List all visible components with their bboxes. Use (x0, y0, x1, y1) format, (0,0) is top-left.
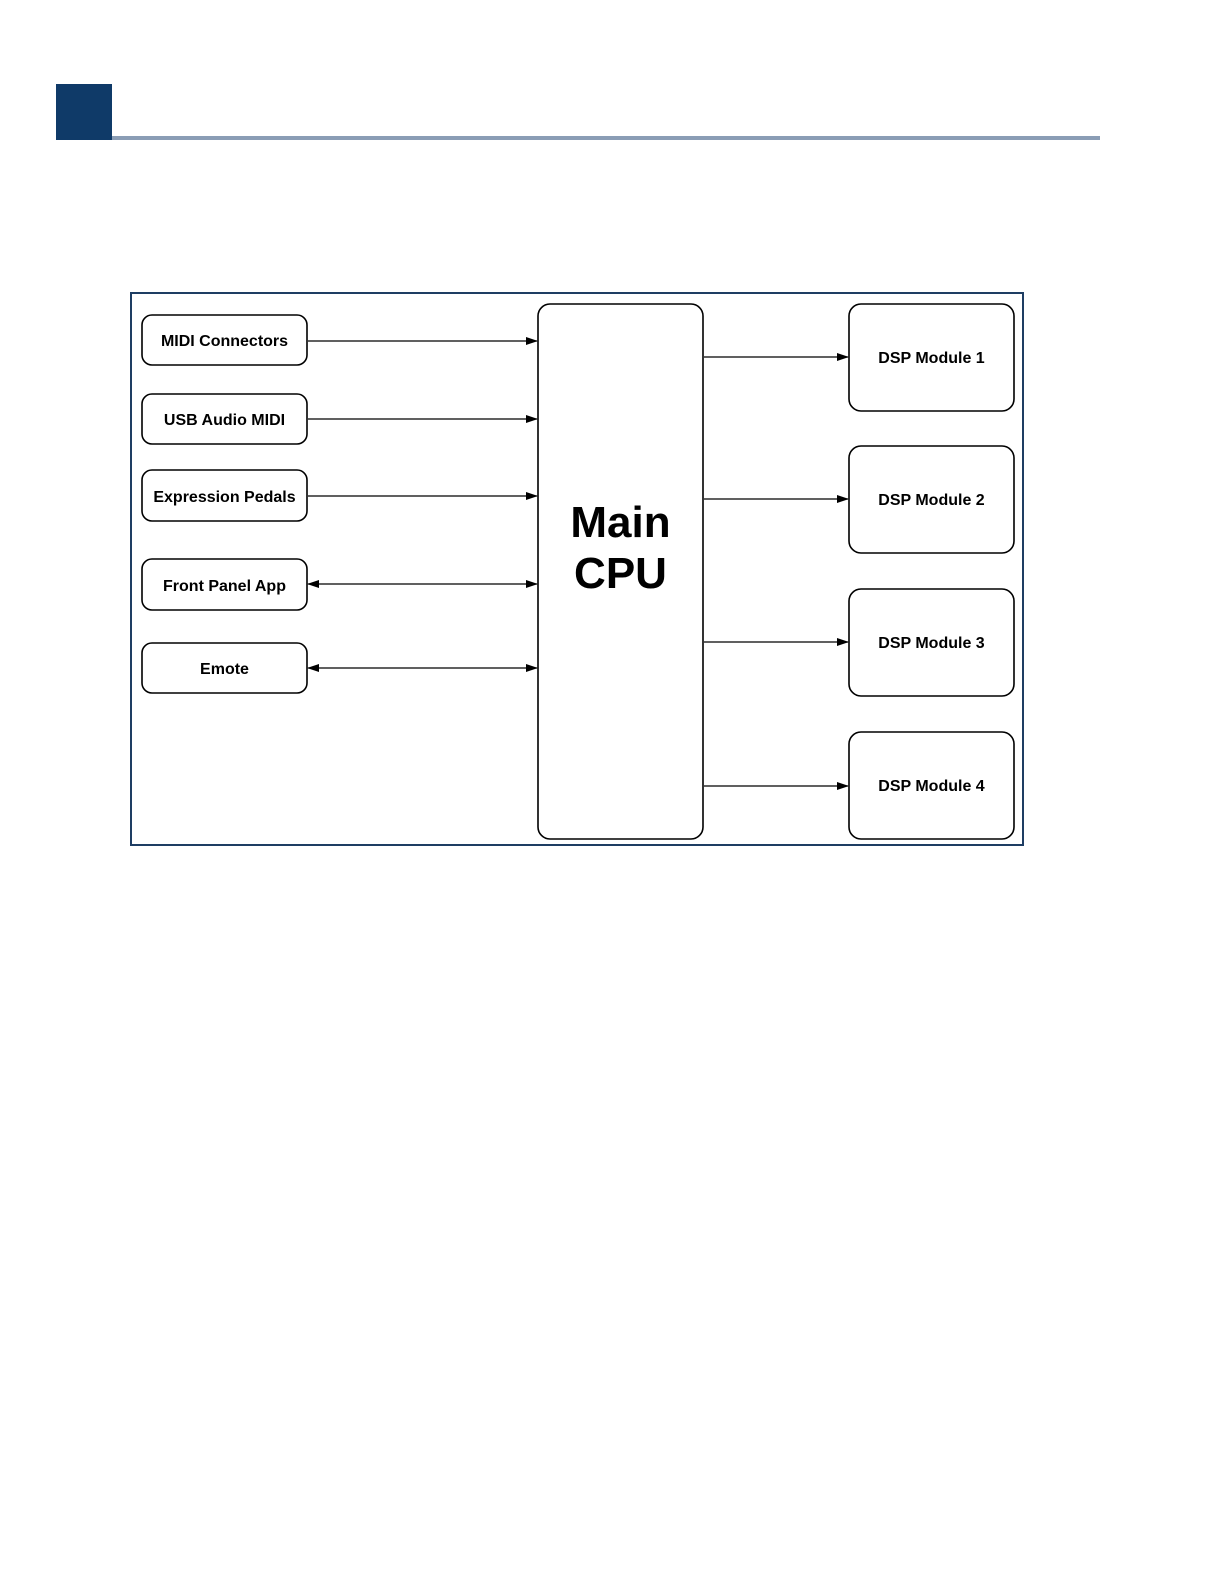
block-diagram: MIDI Connectors USB Audio MIDI Expressio… (130, 292, 1024, 846)
input-label: USB Audio MIDI (164, 412, 285, 429)
output-label: DSP Module 4 (878, 778, 984, 795)
output-node-dsp-module-1: DSP Module 1 (849, 304, 1014, 411)
output-label: DSP Module 1 (878, 350, 984, 367)
input-label: MIDI Connectors (161, 333, 288, 350)
output-node-dsp-module-4: DSP Module 4 (849, 732, 1014, 839)
diagram-canvas: MIDI Connectors USB Audio MIDI Expressio… (132, 294, 1026, 848)
output-label: DSP Module 3 (878, 635, 984, 652)
header-rule (112, 136, 1100, 140)
input-label: Emote (200, 661, 249, 678)
output-node-dsp-module-3: DSP Module 3 (849, 589, 1014, 696)
input-label: Front Panel App (163, 578, 286, 595)
main-cpu-node: Main CPU (538, 304, 703, 839)
input-node-expression-pedals: Expression Pedals (142, 470, 307, 521)
input-node-midi-connectors: MIDI Connectors (142, 315, 307, 365)
output-node-dsp-module-2: DSP Module 2 (849, 446, 1014, 553)
input-node-emote: Emote (142, 643, 307, 693)
cpu-label-line1: Main (570, 498, 670, 547)
output-label: DSP Module 2 (878, 492, 984, 509)
header-block (56, 84, 112, 140)
input-node-usb-audio-midi: USB Audio MIDI (142, 394, 307, 444)
input-label: Expression Pedals (153, 489, 295, 506)
input-node-front-panel-app: Front Panel App (142, 559, 307, 610)
cpu-label-line2: CPU (574, 549, 667, 598)
